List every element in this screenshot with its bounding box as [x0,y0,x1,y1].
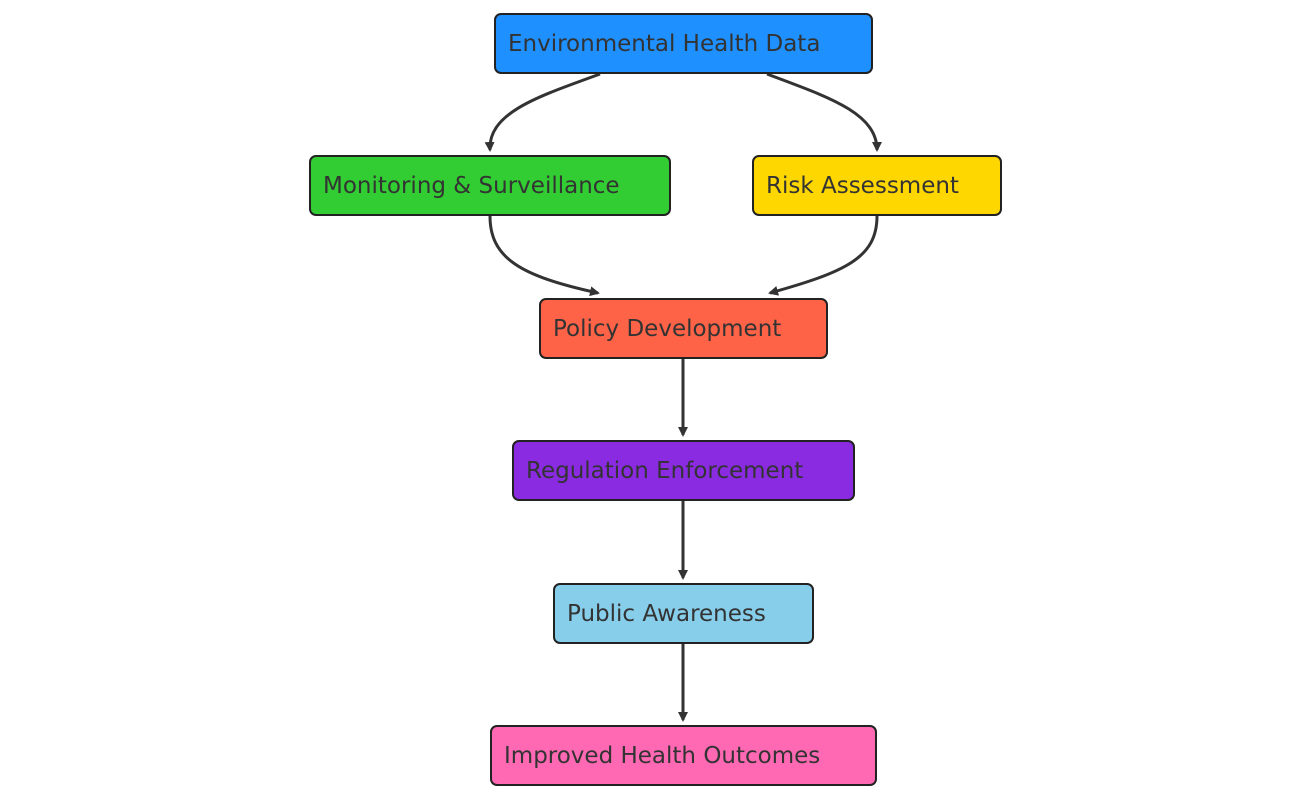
node-improved-health-outcomes: Improved Health Outcomes [490,725,877,786]
node-label: Improved Health Outcomes [504,742,821,769]
node-label: Environmental Health Data [508,30,821,57]
node-regulation-enforcement: Regulation Enforcement [512,440,855,501]
node-label: Public Awareness [567,600,766,627]
node-monitoring-surveillance: Monitoring & Surveillance [309,155,671,216]
node-risk-assessment: Risk Assessment [752,155,1002,216]
node-label: Policy Development [553,315,782,342]
node-policy-development: Policy Development [539,298,828,359]
edge-env-to-monitoring [484,72,601,152]
node-public-awareness: Public Awareness [553,583,814,644]
edge-monitoring-to-policy [488,215,600,297]
node-label: Monitoring & Surveillance [323,172,620,199]
edge-risk-to-policy [768,215,879,296]
node-label: Regulation Enforcement [526,457,804,484]
node-environmental-health-data: Environmental Health Data [494,13,873,74]
node-label: Risk Assessment [766,172,959,199]
edge-env-to-risk [766,72,882,152]
